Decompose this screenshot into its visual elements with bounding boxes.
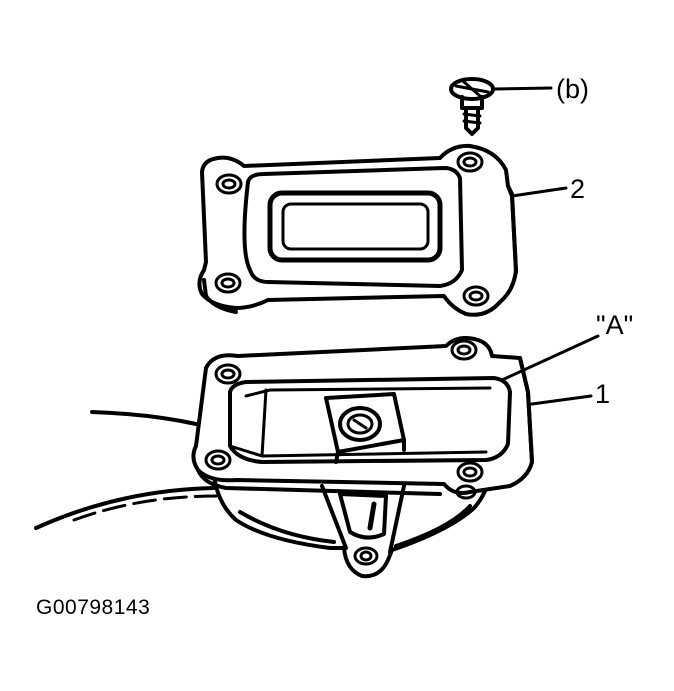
leader-line-1 — [530, 394, 593, 406]
callout-1: 1 — [595, 379, 611, 409]
callout-A: "A" — [596, 310, 634, 340]
leader-line-2 — [510, 186, 568, 198]
cover-plate — [197, 143, 518, 317]
housing — [191, 336, 534, 579]
leader-line-b — [492, 86, 553, 91]
callout-b: (b) — [556, 74, 589, 104]
callout-2: 2 — [570, 174, 586, 204]
leader-line-A — [500, 334, 600, 382]
screw — [449, 77, 495, 136]
figure-id: G00798143 — [36, 596, 151, 619]
